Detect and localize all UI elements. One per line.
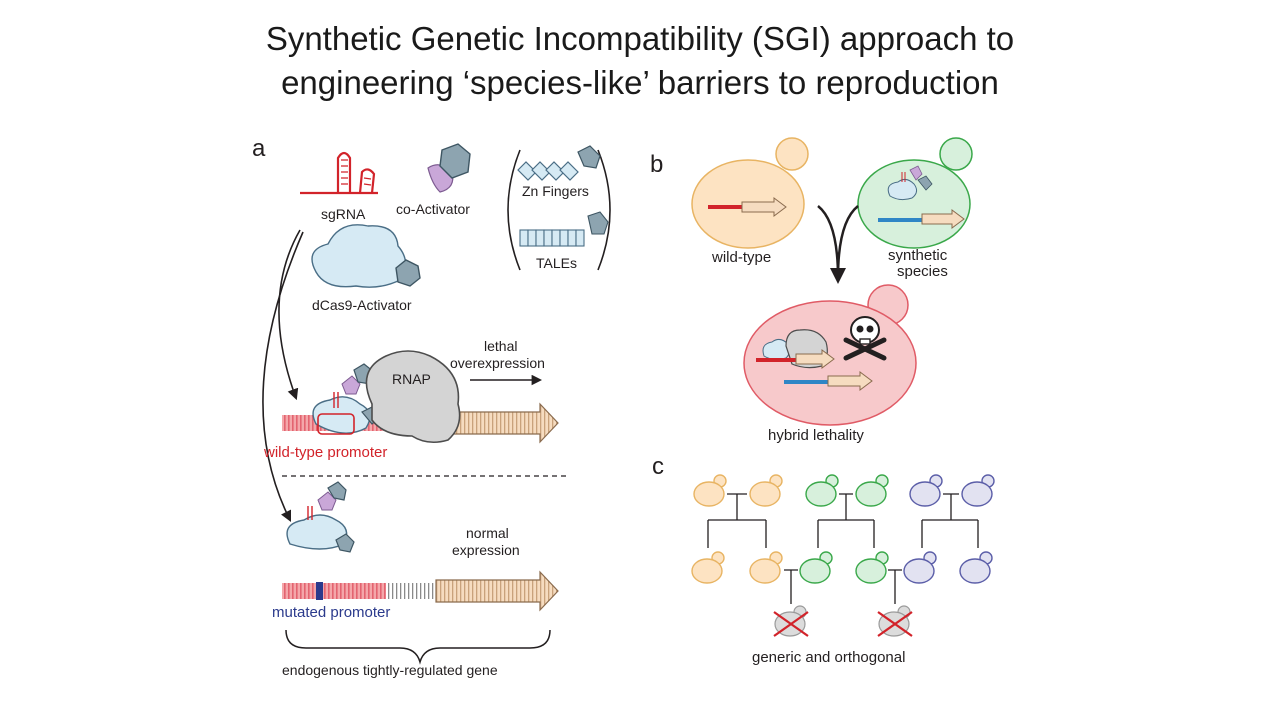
coactivator-label: co-Activator	[396, 201, 470, 217]
slide-title-line-2: engineering ‘species-like’ barriers to r…	[281, 64, 999, 101]
orange-offspring	[691, 551, 783, 584]
tale-icon	[519, 211, 609, 247]
arrow-to-mutated	[262, 231, 304, 523]
endogenous-label: endogenous tightly-regulated gene	[282, 662, 498, 678]
arrow-to-wildtype	[278, 229, 301, 401]
green-parent-pair	[805, 474, 889, 507]
merge-arrowhead	[830, 268, 846, 284]
hybrid-cell	[743, 284, 917, 426]
gene-brace	[285, 629, 551, 665]
mutated-gene-track	[282, 570, 559, 612]
dead-hybrid-1	[773, 605, 809, 637]
dcas9-activator-icon	[311, 224, 421, 288]
normal-label-2: expression	[452, 542, 520, 558]
normal-label-1: normal	[466, 525, 509, 541]
lethal-label-2: overexpression	[450, 355, 545, 371]
sgrna-label: sgRNA	[321, 206, 366, 222]
merge-arrow-left	[817, 205, 840, 279]
mutated-promoter-label: mutated promoter	[272, 604, 390, 621]
synthetic-label-1: synthetic	[888, 247, 948, 264]
panel-a-letter: a	[252, 135, 266, 162]
panel-a: a sgRNA co-Activator dCas9-Activato	[252, 135, 611, 678]
purple-offspring	[903, 551, 993, 584]
panel-b: b wild-type synthetic species	[650, 137, 973, 444]
zn-finger-icon	[517, 145, 601, 181]
panel-c-caption: generic and orthogonal	[752, 649, 905, 666]
panel-c: c	[652, 453, 995, 666]
rnap-icon	[365, 350, 461, 444]
lethal-label-1: lethal	[484, 338, 517, 354]
purple-parent-pair	[909, 474, 995, 507]
cross-lines	[707, 493, 979, 604]
sgrna-icon	[300, 151, 378, 195]
tales-label: TALEs	[536, 255, 577, 271]
wildtype-cell	[691, 137, 809, 249]
coactivator-icon	[427, 143, 471, 193]
hybrid-label: hybrid lethality	[768, 427, 864, 444]
mutation-marker	[316, 582, 323, 600]
synthetic-cell	[857, 137, 973, 249]
wildtype-promoter-label: wild-type promoter	[263, 444, 387, 461]
wildtype-label: wild-type	[711, 249, 771, 266]
panel-c-letter: c	[652, 453, 664, 480]
left-bracket	[507, 149, 521, 271]
right-bracket	[597, 149, 611, 271]
wildtype-gene-track	[282, 350, 559, 444]
rnap-label: RNAP	[392, 371, 431, 387]
dcas9-label: dCas9-Activator	[312, 297, 412, 313]
orange-parent-pair	[693, 474, 783, 507]
dead-hybrid-2	[877, 605, 913, 637]
skull-icon	[843, 316, 887, 361]
merge-arrow-right	[836, 205, 859, 279]
zn-fingers-label: Zn Fingers	[522, 183, 589, 199]
synthetic-label-2: species	[897, 263, 948, 280]
green-offspring	[799, 551, 889, 584]
free-dcas9-activator	[286, 481, 355, 553]
slide-title-line-1: Synthetic Genetic Incompatibility (SGI) …	[265, 20, 1015, 57]
panel-b-letter: b	[650, 151, 663, 178]
